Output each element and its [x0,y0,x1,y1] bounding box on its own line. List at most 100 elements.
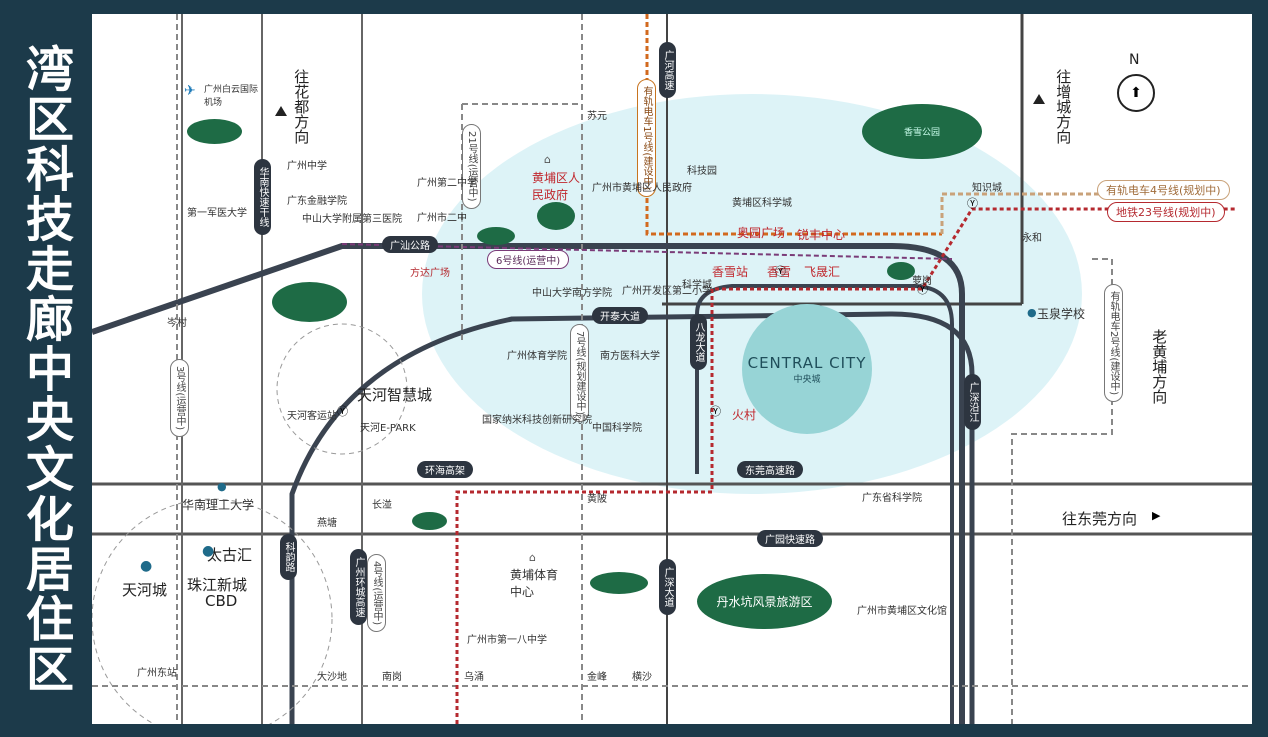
road-kaitai: 开泰大道 [592,307,648,324]
metro-line [455,207,1237,724]
poi-item: 广州第二中学 [417,178,477,189]
road-guangshan: 广汕公路 [382,236,438,253]
poi-item: 广东省科学院 [862,493,922,504]
park-xiangxue: 香雪公园 [862,104,982,159]
school-icon: ● [1027,306,1037,319]
compass-icon: ⬆ [1117,74,1155,112]
poi-item: 广州市第一八中学 [467,635,547,646]
tram-line1[interactable]: 有轨电车1号线(建设中) [637,79,656,198]
metro-station-icon: Ⓨ [967,197,978,210]
poi-item: 广州中学 [287,161,327,172]
central-city-en: CENTRAL CITY [747,353,867,372]
direction-huadu: 往花都方向 [292,69,311,144]
expressway-line [695,284,954,724]
poi-item: 广州市黄埔区人民政府 [592,183,692,194]
page-title: 湾区科技走廊中央文化居住区 [17,43,73,694]
expressway-line [289,311,975,724]
poi-item: 南方医科大学 [600,351,660,362]
park-small [887,262,915,280]
poi-item: 广州市黄埔区文化馆 [857,606,947,617]
metro-line3[interactable]: 3号线(运营中) [170,359,189,438]
road-hualong: 八龙大道 [690,314,707,370]
poi-item: 广州市二中 [417,213,467,224]
poi-item: 广东金融学院 [287,196,347,207]
poi-aoyuan: 奥园广场 [737,226,786,240]
district-circle [276,323,408,455]
park-small [537,202,575,230]
metro-line6[interactable]: 6号线(运营中) [487,250,570,269]
tram-line4-planned[interactable]: 有轨电车4号线(规划中) [1097,180,1230,200]
arrow-up-icon [275,106,287,116]
park-danshuikeng: 丹水坑风景旅游区 [697,574,832,629]
poi-sports-center: 黄埔体育中心 [510,568,559,599]
shopping-icon: ● [202,543,215,559]
poi-item: 黄埔区科学城 [732,198,792,209]
road-guangzhoubei: 广河高速 [659,42,676,98]
station-label: 萝岗 [912,276,932,287]
road-huanshi: 广州环城高速 [350,549,367,625]
government-icon: ⌂ [544,153,551,166]
poi-yuquan: 玉泉学校 [1037,307,1086,321]
park-small [412,512,447,530]
station-label: 横沙 [632,672,652,683]
metro-station-icon: Ⓨ [337,405,348,418]
metro-station-icon: Ⓨ [775,265,786,278]
station-label: 苏元 [587,111,607,122]
compass-north-label: N [1129,52,1140,68]
poi-item: 广州体育学院 [507,351,567,362]
metro-line4[interactable]: 4号线(运营中) [367,554,386,633]
district-taiguhui: 太古汇 [207,546,253,564]
road-huanan: 华南快速干线 [254,159,271,235]
park-small [590,572,648,594]
page-title-panel: 湾区科技走廊中央文化居住区 [0,0,90,737]
shopping-icon: ● [140,558,153,574]
direction-dongguan: 往东莞方向 [1062,510,1138,528]
station-label: 长湴 [372,500,392,511]
metro-line21[interactable]: 21号线(运营中) [462,124,481,209]
metro-line [341,243,953,260]
district-tianhe-smart: 天河智慧城 [357,386,433,404]
poi-item: 中山大学附属第三医院 [302,214,402,225]
metro-line7[interactable]: 7号线(规划建设中) [570,324,589,423]
poi-airport: 广州白云国际机场 [204,85,259,108]
district-circle [92,498,333,724]
poi-yonghe: 永和 [1022,233,1042,244]
poi-item: 中国科学院 [592,423,642,434]
poi-item: 广州开发区第二小学 [622,286,712,297]
poi-huangpu-gov: 黄埔区人民政府 [532,171,581,202]
station-label: 南岗 [382,672,402,683]
metro-line23-planned[interactable]: 地铁23号线(规划中) [1107,202,1225,222]
station-label: 金峰 [587,672,607,683]
park-small [187,119,242,144]
arrow-up-icon [1033,94,1045,104]
central-city-marker[interactable]: CENTRAL CITY 中央城 [742,304,872,434]
poi-item: 科技园 [687,166,717,177]
station-label: 乌涌 [464,672,484,683]
map-canvas[interactable]: CENTRAL CITY 中央城 N ⬆ 往花都方向 往增城方向 老黄埔方向 往… [92,14,1252,724]
direction-huangpu: 老黄埔方向 [1150,329,1169,404]
airport-icon: ✈ [184,83,196,99]
poi-xiangxue: 香雪 [767,265,792,279]
station-label: 知识城 [972,183,1002,194]
poi-feichenghui: 飞晟汇 [804,265,841,279]
poi-item: 国家纳米科技创新研究院 [482,415,592,426]
poi-item: 第一军医大学 [187,208,247,219]
poi-huocun: 火村 [732,408,757,422]
direction-zengcheng: 往增城方向 [1054,69,1073,144]
station-label: 大沙地 [317,672,347,683]
tram-line2[interactable]: 有轨电车2号线(建设中) [1104,284,1123,403]
park-small [477,227,515,245]
district-tianhe-epark: 天河E-PARK [360,423,416,434]
district-zhujiang: 珠江新城 [187,576,248,594]
station-label: 黄陂 [587,494,607,505]
road-guangshen: 广深大道 [659,559,676,615]
sports-icon: ⌂ [529,551,536,564]
central-city-cn: 中央城 [793,374,821,385]
poi-xiangxue-station: 香雪站 [712,265,749,279]
poi-fangda: 方达广场 [410,268,450,279]
station-label: 岑村 [167,318,187,329]
station-label: 燕塘 [317,518,337,529]
poi-ruifeng: 锐丰中心 [797,228,846,242]
tram-line [940,192,1102,234]
station-label: 天河客运站 [287,411,337,422]
